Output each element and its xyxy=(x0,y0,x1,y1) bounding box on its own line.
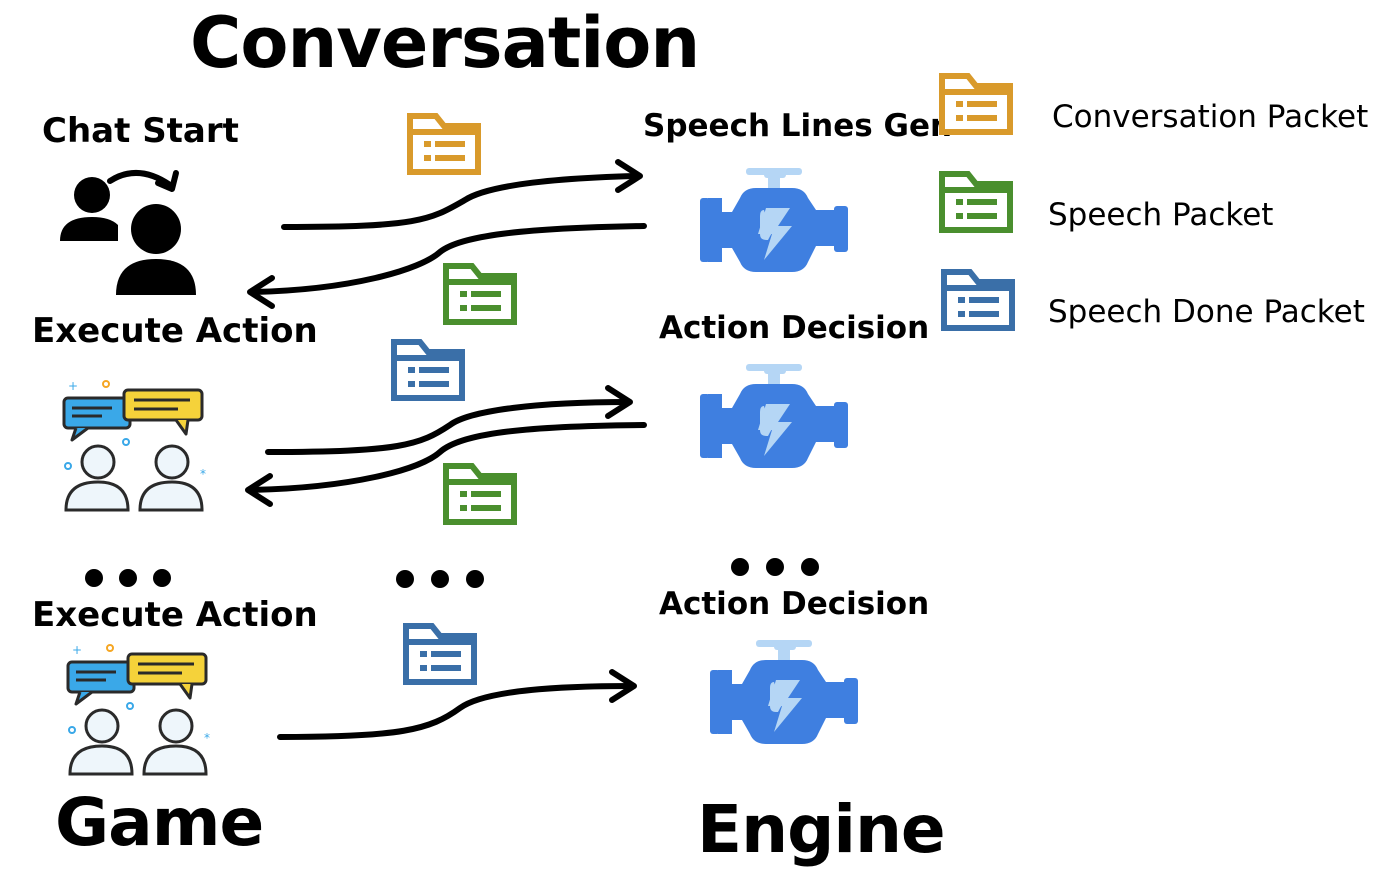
ellipsis-dot xyxy=(85,569,103,587)
arrow-head-5 xyxy=(609,669,637,703)
chat-users-icon: + * xyxy=(66,643,210,776)
speech-lines-gen-label: Speech Lines Gen xyxy=(643,108,953,144)
conversation-packet-icon xyxy=(406,112,482,176)
legend-conversation-packet-icon xyxy=(938,72,1014,136)
action-decision-label-1: Action Decision xyxy=(659,310,930,346)
legend-speech-packet-label: Speech Packet xyxy=(1048,197,1274,233)
arrow-head-4 xyxy=(245,473,273,507)
svg-text:*: * xyxy=(200,467,206,481)
chat-start-label: Chat Start xyxy=(42,111,239,151)
engine-icon xyxy=(694,364,854,474)
action-decision-label-2: Action Decision xyxy=(659,586,930,622)
arrow-head-1 xyxy=(615,159,643,193)
ellipsis-dot xyxy=(801,558,819,576)
arrow-speech-gen-to-execute xyxy=(249,223,647,295)
ellipsis-dot xyxy=(153,569,171,587)
ellipsis-dot xyxy=(766,558,784,576)
arrow-execute-to-decision xyxy=(265,399,631,455)
legend-conversation-packet-label: Conversation Packet xyxy=(1052,99,1369,135)
arrow-head-3 xyxy=(605,385,633,419)
engine-icon xyxy=(694,168,854,278)
execute-action-label-2: Execute Action xyxy=(32,595,318,635)
legend-speech-packet-icon xyxy=(938,170,1014,234)
svg-text:*: * xyxy=(204,731,210,745)
speech-packet-icon xyxy=(442,462,518,526)
arrow-execute2-to-decision2 xyxy=(277,683,635,740)
speech-packet-icon xyxy=(442,262,518,326)
speech-done-packet-icon xyxy=(402,622,478,686)
game-column-title: Game xyxy=(55,784,264,861)
chat-users-icon: + * xyxy=(62,379,206,512)
ellipsis-dot xyxy=(731,558,749,576)
engine-icon xyxy=(704,640,864,750)
arrow-decision-to-execute xyxy=(247,422,647,493)
legend-speech-done-packet-icon xyxy=(940,268,1016,332)
ellipsis-dot xyxy=(119,569,137,587)
diagram-title: Conversation xyxy=(190,2,700,84)
arrow-head-2 xyxy=(247,275,275,309)
users-swap-icon xyxy=(60,169,196,295)
svg-text:+: + xyxy=(72,643,82,657)
speech-done-packet-icon xyxy=(390,338,466,402)
arrow-chat-to-speech-gen xyxy=(281,173,641,230)
ellipsis-dot xyxy=(466,570,484,588)
svg-text:+: + xyxy=(68,379,78,393)
ellipsis-dot xyxy=(431,570,449,588)
legend-speech-done-packet-label: Speech Done Packet xyxy=(1048,294,1365,330)
ellipsis-dot xyxy=(396,570,414,588)
engine-column-title: Engine xyxy=(697,791,946,868)
execute-action-label-1: Execute Action xyxy=(32,311,318,351)
legend: Conversation Packet Speech Packet Speech… xyxy=(936,70,1386,340)
